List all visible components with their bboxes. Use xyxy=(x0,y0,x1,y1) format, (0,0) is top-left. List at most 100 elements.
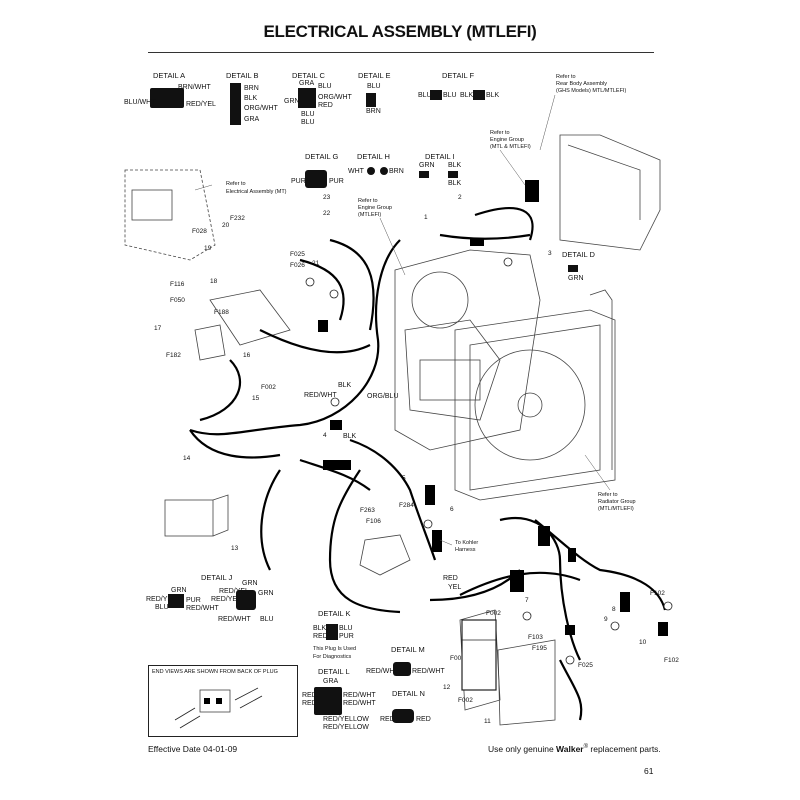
wire-label-blk: BLK xyxy=(338,382,352,389)
callout-number: 21 xyxy=(312,260,320,267)
part-ref: F002 xyxy=(450,655,465,662)
detail-j-wire-label: BLU xyxy=(155,604,169,611)
callout-number: 12 xyxy=(443,684,451,691)
ref-elec-mt-line1: Refer to xyxy=(226,181,246,187)
detail-h-plug xyxy=(367,167,375,175)
detail-b-wire-label: GRA xyxy=(244,116,260,123)
detail-j-plug xyxy=(168,594,184,608)
detail-k-wire-label: BLU xyxy=(339,625,353,632)
callout-number: 16 xyxy=(243,352,251,359)
detail-f-wire-label: BLU xyxy=(443,92,457,99)
detail-h-wire-label: BRN xyxy=(389,168,404,175)
detail-f-wire-label: BLK xyxy=(486,92,500,99)
detail-i-plug xyxy=(448,171,458,178)
detail-k-note: This Plug Is Used xyxy=(313,646,357,652)
callout-number: 11 xyxy=(484,718,491,725)
detail-b-wire-label: ORG/WHT xyxy=(244,105,278,112)
detail-j-wire-label: RED/WHT xyxy=(218,616,251,623)
part-ref: F102 xyxy=(664,657,679,664)
detail-l-wire-label: RED/WHT xyxy=(343,692,376,699)
part-ref: F106 xyxy=(366,518,381,525)
detail-e-plug xyxy=(366,93,376,107)
detail-k-wire-label: RED xyxy=(313,633,328,640)
detail-g-wire-label: PUR xyxy=(329,178,344,185)
part-ref: F263 xyxy=(360,507,375,514)
detail-j-wire-label: RED/YEL xyxy=(211,596,241,603)
detail-k-title: DETAIL K xyxy=(318,609,351,618)
ref-radiator-line2: Radiator Group xyxy=(598,499,636,505)
callout-number: 19 xyxy=(204,245,212,252)
part-ref: F103 xyxy=(528,634,543,641)
callout-number: 10 xyxy=(639,639,647,646)
part-ref: F002 xyxy=(261,384,276,391)
part-ref: F232 xyxy=(230,215,245,222)
detail-c-title: DETAIL C xyxy=(292,71,325,80)
detail-n-wire-label: RED xyxy=(380,716,395,723)
detail-l-plug xyxy=(314,687,342,715)
detail-i-wire-label: GRN xyxy=(419,162,435,169)
detail-g-wire-label: PUR xyxy=(291,178,306,185)
part-ref: F050 xyxy=(170,297,185,304)
detail-j-wire-label: RED/YEL xyxy=(146,596,176,603)
detail-h-wire-label: WHT xyxy=(348,168,364,175)
detail-j-wire-label: BLU xyxy=(260,616,274,623)
callout-number: 13 xyxy=(231,545,239,552)
part-ref: F284 xyxy=(399,502,414,509)
ref-engine-efi-line1: Refer to xyxy=(358,198,378,204)
detail-l-wire-label: GRA xyxy=(323,678,339,685)
end-views-box xyxy=(148,665,298,737)
wire-label-red-wht: RED/WHT xyxy=(304,392,337,399)
part-ref: F002 xyxy=(458,697,473,704)
detail-l-wire-label: RED/WHT xyxy=(343,700,376,707)
detail-m-wire-label: RED/WHT xyxy=(412,668,445,675)
registered-mark: ® xyxy=(583,744,589,751)
detail-l-title: DETAIL L xyxy=(318,667,350,676)
part-ref: F025 xyxy=(578,662,593,669)
wire-label-red: RED xyxy=(443,575,458,582)
ref-kohler-line2: Harness xyxy=(455,547,476,553)
callout-number: 6 xyxy=(450,506,454,513)
detail-d-plug xyxy=(568,265,578,272)
detail-a-wire-label: BRN/WHT xyxy=(178,84,211,91)
detail-b-title: DETAIL B xyxy=(226,71,259,80)
detail-i-plug xyxy=(419,171,429,178)
wire-label-org-blu: ORG/BLU xyxy=(367,393,399,400)
page-title: ELECTRICAL ASSEMBLY (MTLEFI) xyxy=(263,22,537,41)
detail-l-wire-label: RED xyxy=(302,692,317,699)
callout-number: 22 xyxy=(323,210,331,217)
detail-i-title: DETAIL I xyxy=(425,152,455,161)
detail-n-title: DETAIL N xyxy=(392,689,425,698)
callout-number: 8 xyxy=(612,606,616,613)
detail-c-wire-label: ORG/WHT xyxy=(318,94,352,101)
detail-c-wire-label: RED xyxy=(318,102,333,109)
end-views-note: END VIEWS ARE SHOWN FROM BACK OF PLUG xyxy=(152,669,278,675)
part-ref: F188 xyxy=(214,309,229,316)
detail-i-wire-label: BLK xyxy=(448,180,462,187)
ref-engine-mtl-line2: Engine Group xyxy=(490,137,524,143)
genuine-parts-notice: Use only genuine Walker® replacement par… xyxy=(488,744,661,754)
callout-number: 1 xyxy=(424,214,428,221)
detail-c-wire-label: BLU xyxy=(318,83,332,90)
part-ref: F025 xyxy=(290,251,305,258)
detail-d-title: DETAIL D xyxy=(562,250,595,259)
ref-engine-mtl-line3: (MTL & MTLEFI) xyxy=(490,144,531,150)
detail-l-wire-label: RED/YELLOW xyxy=(323,724,369,731)
title-rule xyxy=(148,52,654,53)
part-ref: F028 xyxy=(192,228,207,235)
detail-m-wire-label: RED/WHT xyxy=(366,668,399,675)
detail-f-plug xyxy=(430,90,442,100)
detail-j-wire-label: GRN xyxy=(258,590,274,597)
callout-number: 9 xyxy=(604,616,608,623)
callout-number: 23 xyxy=(323,194,331,201)
effective-date: Effective Date 04-01-09 xyxy=(148,744,238,754)
detail-f-wire-label: BLU xyxy=(418,92,432,99)
detail-a-plug xyxy=(150,88,184,108)
detail-f-title: DETAIL F xyxy=(442,71,475,80)
detail-g-plug xyxy=(305,170,327,188)
callout-number: 15 xyxy=(252,395,260,402)
part-ref: F002 xyxy=(486,610,501,617)
detail-f-plug xyxy=(473,90,485,100)
callout-number: 2 xyxy=(458,194,462,201)
detail-j-wire-label: GRN xyxy=(171,587,187,594)
part-ref: F182 xyxy=(166,352,181,359)
